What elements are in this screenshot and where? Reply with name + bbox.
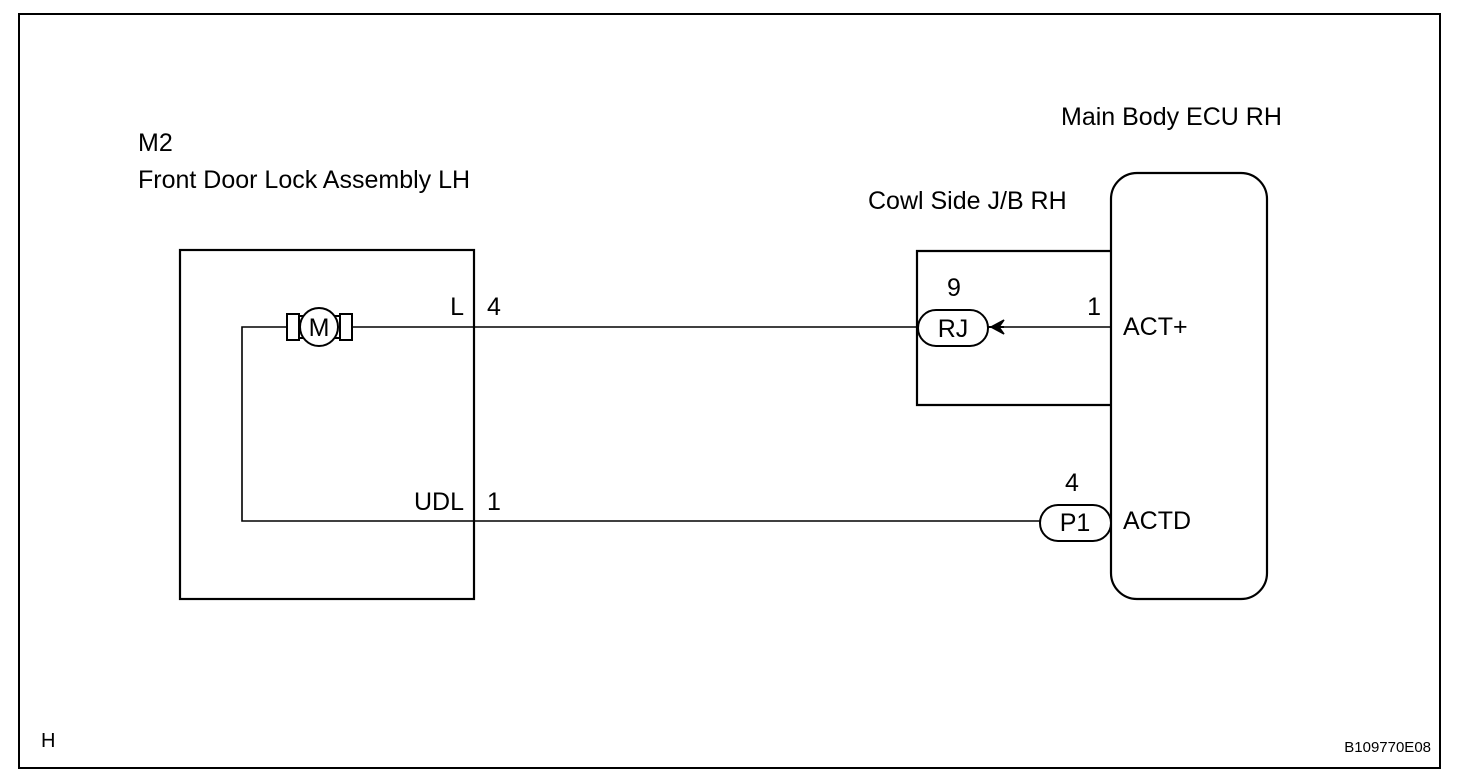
door-lock-box bbox=[178, 248, 476, 601]
ecu-box bbox=[1109, 171, 1269, 601]
ecu-pin-act-plus-number: 1 bbox=[1087, 293, 1101, 321]
terminal-arrow-icon bbox=[988, 319, 1005, 335]
motor-return-wire bbox=[241, 326, 474, 522]
door-lock-name: Front Door Lock Assembly LH bbox=[138, 166, 470, 194]
junction-block-name: Cowl Side J/B RH bbox=[868, 187, 1067, 215]
door-lock-pin-l-name: L bbox=[450, 293, 464, 321]
ecu-pin-actd-name: ACTD bbox=[1123, 507, 1191, 535]
door-lock-code: M2 bbox=[138, 129, 173, 157]
ecu-name: Main Body ECU RH bbox=[1061, 103, 1282, 131]
door-lock-pin-udl-name: UDL bbox=[414, 488, 464, 516]
motor-symbol-label: M bbox=[309, 314, 330, 342]
ecu-pin-actd-number: 4 bbox=[1065, 469, 1079, 497]
ecu-pin-act-plus-name: ACT+ bbox=[1123, 313, 1188, 341]
motor-icon: M bbox=[286, 307, 353, 347]
ecu-connector-p1 bbox=[1039, 504, 1112, 542]
figure-id: B109770E08 bbox=[1344, 739, 1431, 756]
door-lock-pin-l-number: 4 bbox=[487, 293, 501, 321]
ecu-connector-label: P1 bbox=[1060, 509, 1091, 537]
section-code: H bbox=[41, 730, 55, 752]
junction-block-pin-number: 9 bbox=[947, 274, 961, 302]
diagram-frame bbox=[18, 13, 1441, 769]
door-lock-pin-udl-number: 1 bbox=[487, 488, 501, 516]
junction-connector-label: RJ bbox=[938, 315, 969, 343]
